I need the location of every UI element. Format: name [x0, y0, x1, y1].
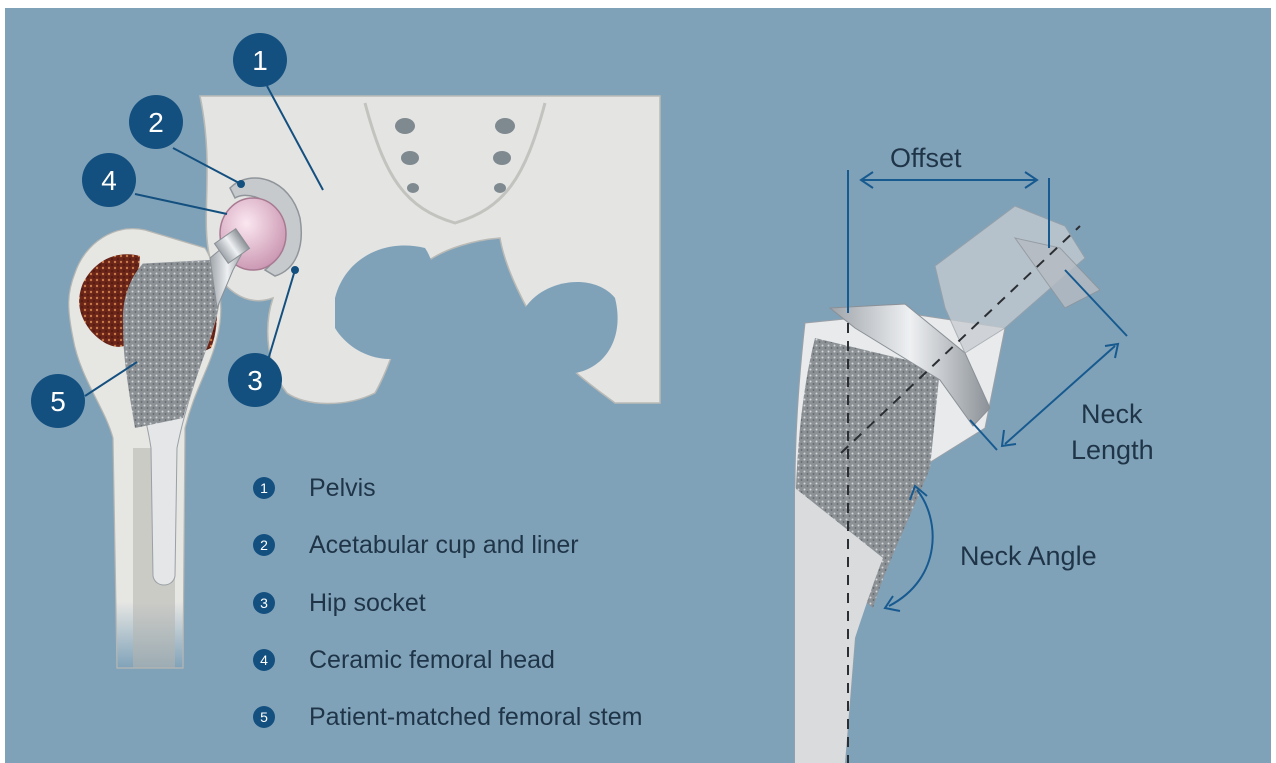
legend-label: Hip socket [309, 589, 426, 618]
callout-2: 2 [129, 95, 183, 149]
neck-length-label-line2: Length [1071, 434, 1154, 466]
neck-length-arrowhead-bottom [1002, 430, 1016, 446]
callout-4: 4 [82, 153, 136, 207]
offset-label: Offset [890, 142, 962, 174]
callout-1: 1 [233, 33, 287, 87]
legend-label: Patient-matched femoral stem [309, 703, 642, 732]
legend-item: 4 Ceramic femoral head [253, 640, 555, 680]
hip-anatomy-illustration: 1 2 4 3 5 [5, 8, 1271, 763]
legend-item: 2 Acetabular cup and liner [253, 525, 579, 565]
legend-item: 1 Pelvis [253, 468, 376, 508]
legend-label: Pelvis [309, 474, 376, 503]
callout-4-number: 4 [101, 165, 117, 196]
legend-label: Acetabular cup and liner [309, 531, 579, 560]
callout-1-number: 1 [252, 45, 268, 76]
legend-number: 1 [253, 477, 275, 499]
stem-dimension-illustration [795, 206, 1100, 763]
callout-2-number: 2 [148, 107, 164, 138]
callout-5: 5 [31, 374, 85, 428]
neck-length-label-line1: Neck [1081, 398, 1143, 430]
callout-5-number: 5 [50, 386, 66, 417]
legend-item: 5 Patient-matched femoral stem [253, 697, 642, 737]
legend-number: 5 [253, 706, 275, 728]
callout-3: 3 [228, 353, 282, 407]
legend-number: 2 [253, 534, 275, 556]
figure-panel: 1 2 4 3 5 [5, 8, 1271, 763]
neck-length-arrowhead-top [1105, 344, 1118, 358]
neck-angle-label: Neck Angle [960, 540, 1097, 572]
legend-item: 3 Hip socket [253, 583, 426, 623]
legend-label: Ceramic femoral head [309, 646, 555, 675]
callout-3-number: 3 [247, 365, 263, 396]
legend-number: 4 [253, 649, 275, 671]
legend-number: 3 [253, 592, 275, 614]
